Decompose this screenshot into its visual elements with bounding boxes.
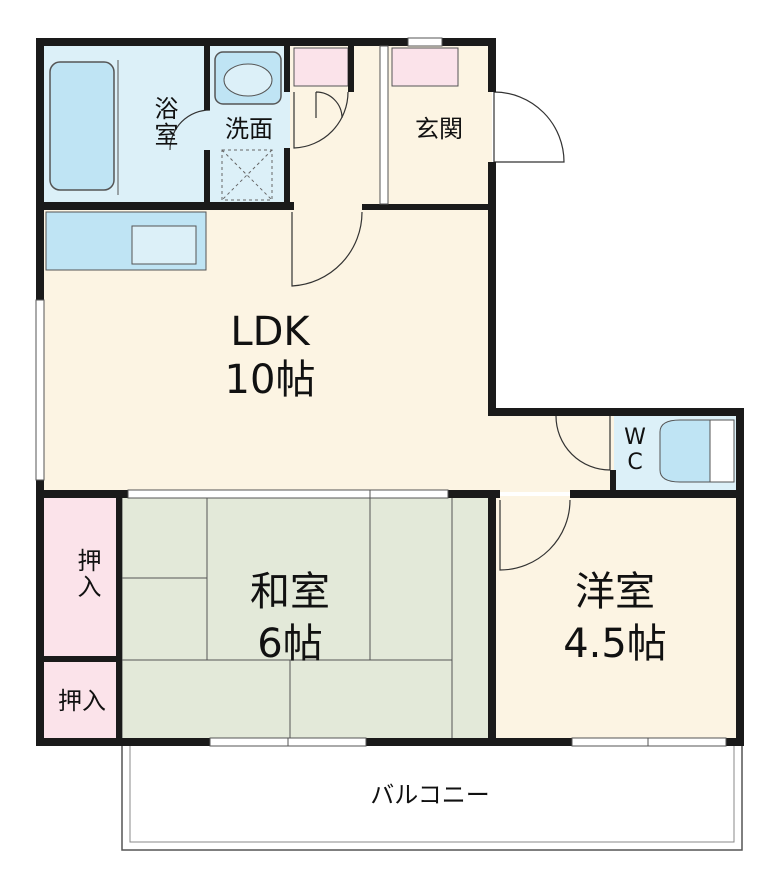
washitsu-size-label: 6帖 — [257, 621, 323, 667]
washer-space — [221, 149, 273, 201]
youshitsu-name-label: 洋室 — [575, 569, 655, 615]
closet-upper-label: 押入 — [73, 548, 101, 600]
ldk-size-label: 10帖 — [224, 357, 316, 403]
washroom-label: 洗面 — [225, 115, 273, 143]
ldk-floor — [42, 208, 740, 492]
toilet — [659, 419, 711, 483]
balcony-label: バルコニー — [370, 781, 490, 809]
youshitsu-size-label: 4.5帖 — [563, 621, 667, 667]
entrance-label: 玄関 — [415, 115, 463, 143]
shoe-box-entrance — [391, 47, 459, 87]
wc-label: WC — [624, 425, 646, 476]
bath-label: 浴室 — [150, 96, 178, 148]
door-swings — [169, 91, 611, 571]
washitsu-floor — [122, 496, 492, 744]
shoe-box-hall — [293, 47, 349, 87]
bathtub — [49, 61, 115, 191]
kitchen-sink — [131, 225, 197, 265]
ldk-name-label: LDK — [230, 309, 310, 355]
closet-lower-floor — [42, 662, 118, 744]
balcony-area — [121, 743, 743, 851]
closet-lower-label: 押入 — [58, 687, 106, 715]
youshitsu-floor — [496, 496, 740, 744]
washitsu-name-label: 和室 — [250, 569, 330, 615]
closet-upper-floor — [42, 496, 118, 658]
